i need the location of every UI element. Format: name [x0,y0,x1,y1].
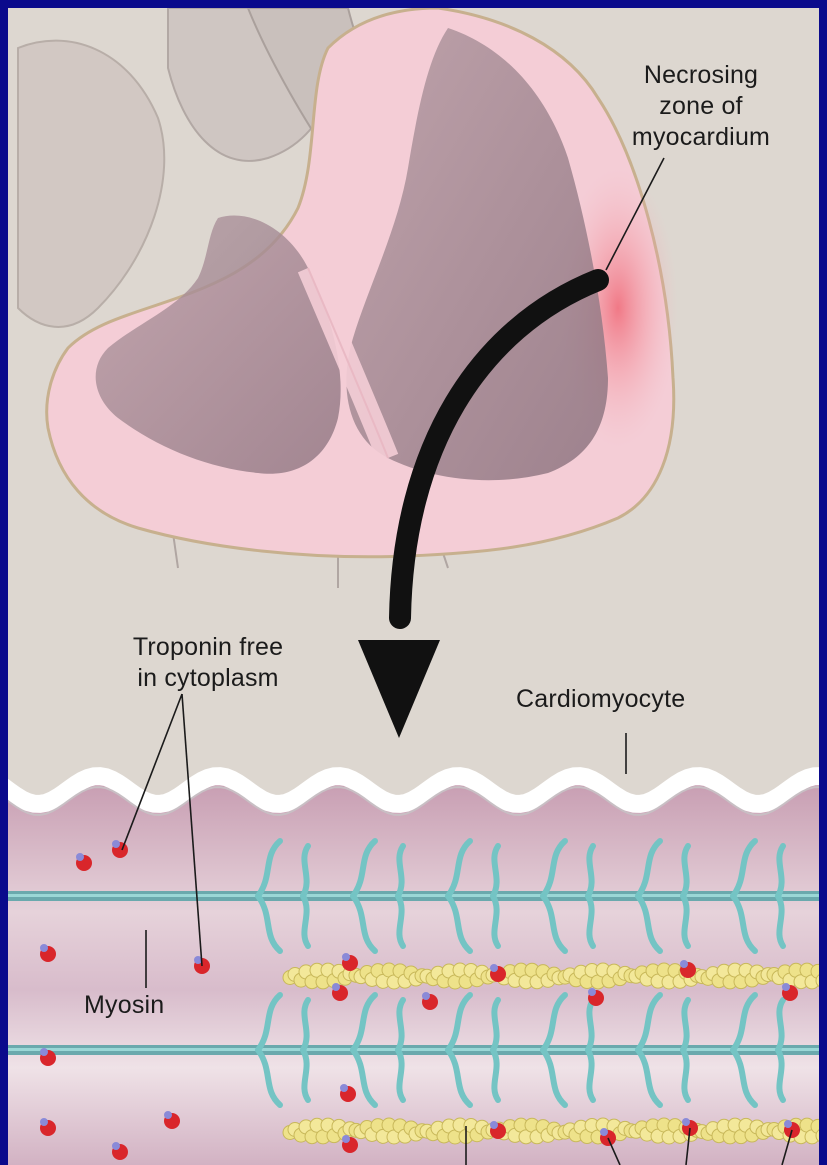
necrosing-label-line-3: myocardium [596,122,806,153]
necrosing-label-line-1: Necrosing [596,60,806,91]
myosin-head [303,1000,308,1050]
myosin-head [778,1000,783,1050]
myosin-head [683,1000,688,1050]
myosin-head [588,1050,593,1100]
myosin-head [778,896,783,946]
myosin-head [493,896,498,946]
myosin-head [493,1000,498,1050]
myosin-head [398,846,403,896]
cardiomyocyte-label: Cardiomyocyte [516,684,685,715]
troponin-label-line-1: Troponin free [98,632,318,663]
myosin-head [398,1000,403,1050]
myosin-head [778,1050,783,1100]
myosin-head [778,846,783,896]
troponin-label: Troponin free in cytoplasm [98,632,318,694]
myosin-head [683,1050,688,1100]
myosin-head [303,896,308,946]
myosin-label: Myosin [84,990,164,1021]
myosin-head [398,1050,403,1100]
myosin-head [398,896,403,946]
necrosing-label-line-2: zone of [596,91,806,122]
myosin-head [493,1050,498,1100]
myosin-head [303,1050,308,1100]
illustration-frame: Necrosing zone of myocardium Troponin fr… [8,8,819,1165]
myosin-head [588,896,593,946]
myosin-head [588,1000,593,1050]
myosin-head [683,896,688,946]
myosin-head [303,846,308,896]
myosin-head [683,846,688,896]
myosin-head [588,846,593,896]
troponin-label-line-2: in cytoplasm [98,663,318,694]
cardiomyocyte [8,776,819,1165]
myosin-head [493,846,498,896]
necrosing-zone-label: Necrosing zone of myocardium [596,60,806,153]
